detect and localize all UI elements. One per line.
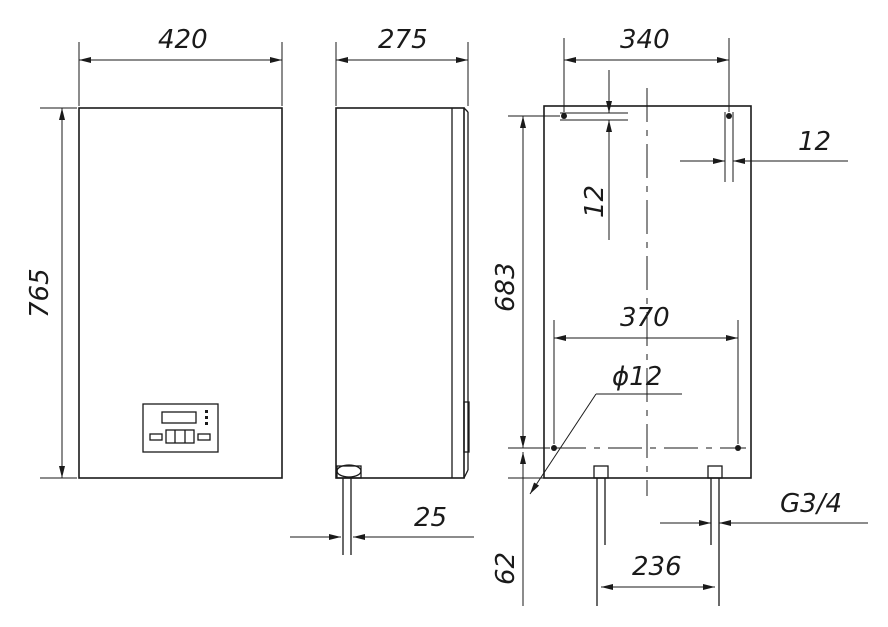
- rear-hole-right-offset-label: 12: [798, 127, 831, 157]
- hole-diameter-leader: [529, 393, 597, 495]
- pipe-thread-label: G3/4: [780, 489, 842, 519]
- rear-pipe-left-icon: [593, 465, 609, 606]
- rear-mount-width-label: 340: [620, 25, 670, 55]
- bottom-offset-label: 62: [491, 552, 521, 585]
- mount-hole-top-right: [726, 113, 732, 119]
- side-pipe-offset-label: 25: [414, 503, 447, 533]
- front-height-label: 765: [25, 268, 55, 318]
- mount-hole-top-left: [561, 113, 567, 119]
- side-pipe-icon: [336, 464, 362, 555]
- front-boiler-body: [78, 107, 283, 479]
- rear-mount-height-label: 683: [491, 262, 521, 312]
- front-width-label: 420: [158, 25, 208, 55]
- control-panel-icon: [142, 403, 219, 453]
- rear-hole-top-offset-label: 12: [580, 185, 610, 218]
- side-view: 275 25: [290, 25, 474, 555]
- pipe-spacing-label: 236: [632, 552, 682, 582]
- side-depth-label: 275: [378, 25, 428, 55]
- side-boiler-body: [335, 107, 465, 479]
- front-view: 420 765: [25, 25, 283, 479]
- rear-pipe-right-icon: [707, 465, 723, 606]
- rear-view: 340 12 12 683 370 ϕ12: [491, 25, 868, 606]
- hole-diameter-label: ϕ12: [612, 362, 662, 392]
- rear-lower-width-label: 370: [620, 303, 670, 333]
